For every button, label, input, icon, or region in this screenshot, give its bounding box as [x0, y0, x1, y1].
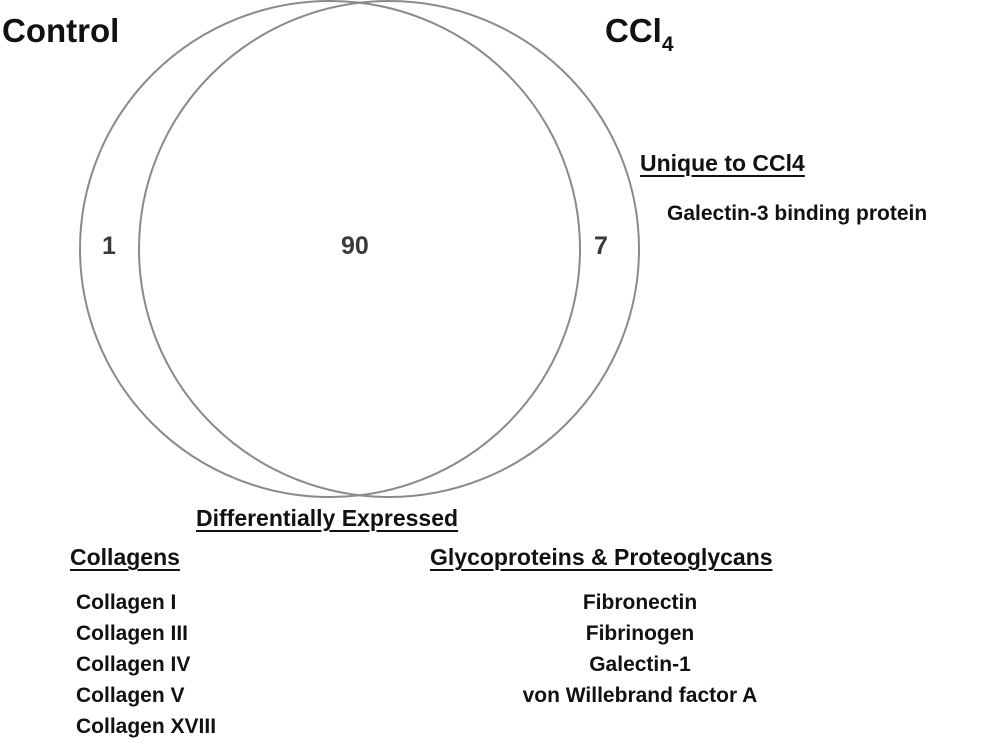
list-item: Galectin-1: [589, 653, 691, 676]
list-item: Collagen V: [76, 684, 185, 707]
unique-to-ccl4-heading: Unique to CCl4: [640, 150, 805, 176]
list-item: von Willebrand factor A: [522, 684, 758, 707]
unique-item: Galectin-3 binding protein: [667, 202, 928, 225]
control-set-label: Control: [2, 12, 120, 49]
list-item: Collagen III: [76, 622, 189, 645]
list-item: Fibrinogen: [585, 622, 695, 645]
differentially-expressed-heading: Differentially Expressed: [196, 505, 459, 531]
list-item: Collagen XVIII: [76, 715, 217, 738]
shared-count: 90: [341, 232, 369, 260]
ccl4-label-subscript: 4: [661, 33, 674, 56]
list-item: Collagen I: [76, 591, 177, 614]
control-circle: [79, 0, 581, 498]
ccl4-circle: [138, 0, 640, 498]
collagens-list: Collagen I Collagen III Collagen IV Coll…: [76, 587, 216, 742]
control-only-count: 1: [102, 232, 116, 260]
glycoproteins-heading: Glycoproteins & Proteoglycans: [430, 544, 773, 570]
ccl4-label-main: CCl: [605, 12, 662, 49]
collagens-heading: Collagens: [70, 544, 180, 570]
list-item: Fibronectin: [582, 591, 698, 614]
ccl4-set-label: CCl4: [605, 12, 674, 56]
ccl4-only-count: 7: [594, 232, 608, 260]
glycoproteins-list: Fibronectin Fibrinogen Galectin-1 von Wi…: [480, 587, 800, 711]
list-item: Collagen IV: [76, 653, 191, 676]
